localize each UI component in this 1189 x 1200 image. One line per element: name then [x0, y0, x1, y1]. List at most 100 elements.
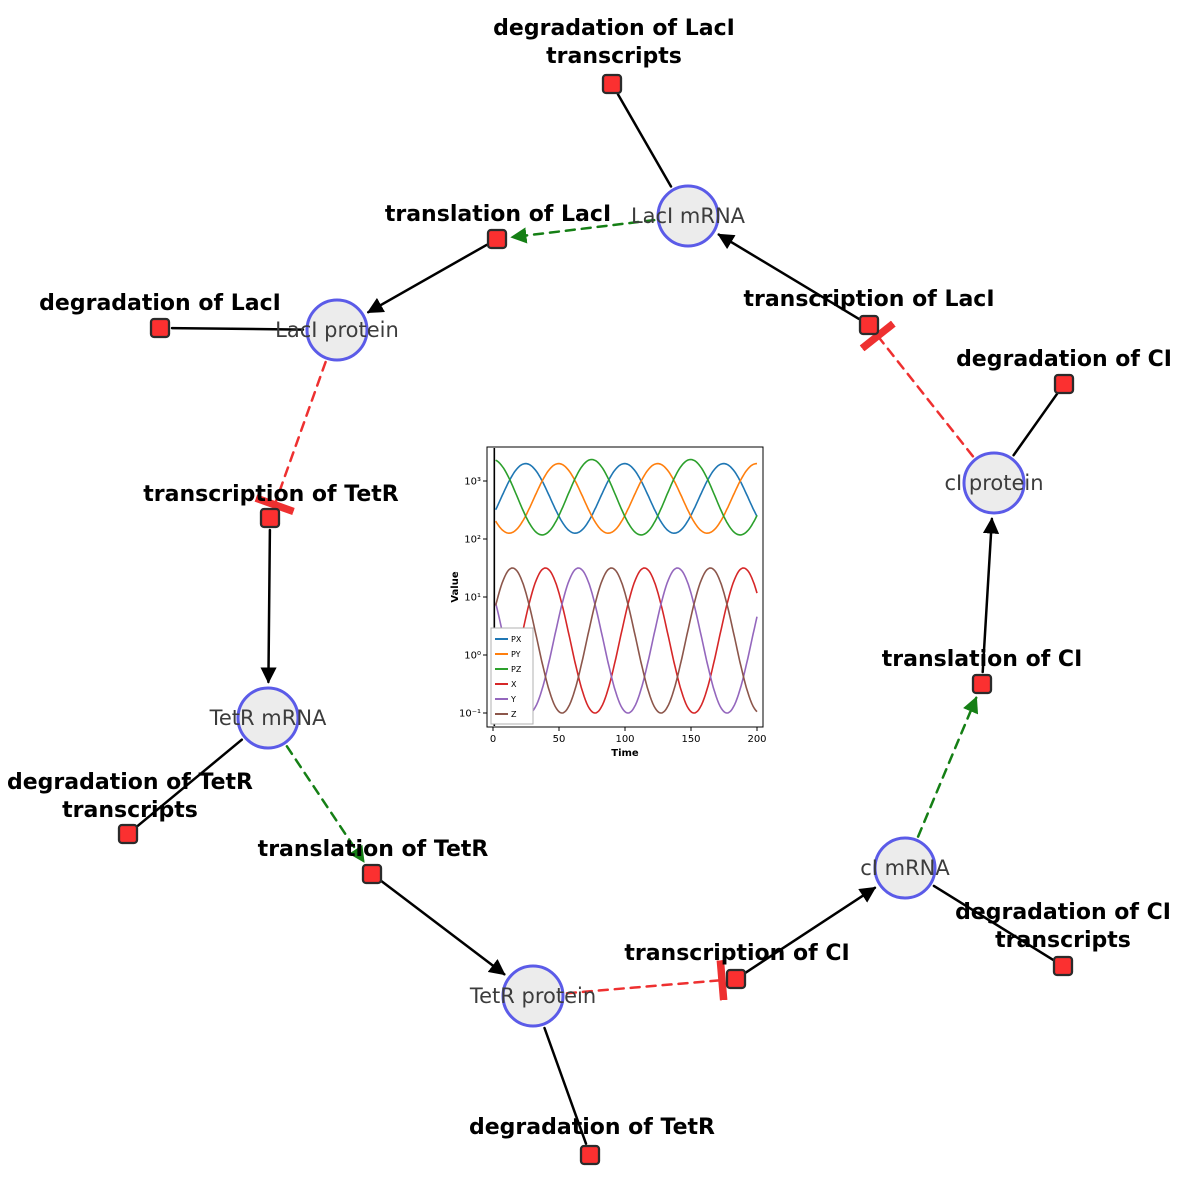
species-node-tetr_mrna[interactable] [236, 686, 300, 750]
reaction-group-transcription_ci: transcription of CI [624, 941, 850, 990]
edge-consumption-laci_protein-to-deg_laci [170, 326, 305, 331]
series-curve-PX [494, 462, 758, 534]
species-group-tetr_protein: TetR protein [469, 964, 596, 1028]
edge-production-transcription_ci-to-ci_mrna [744, 886, 877, 974]
legend-label-PX: PX [511, 635, 522, 644]
reaction-group-translation_ci: translation of CI [882, 647, 1083, 695]
edge-consumption-ci_mrna-to-deg_ci_tx [932, 884, 1055, 961]
reaction-node-translation_ci[interactable] [971, 673, 993, 695]
x-tick-label: 100 [615, 734, 634, 745]
reaction-label-translation_laci-line0: translation of LacI [385, 202, 611, 227]
species-group-laci_mrna: LacI mRNA [631, 184, 746, 248]
reaction-group-transcription_laci: transcription of LacI [743, 287, 995, 336]
reaction-label-deg_laci_tx-line0: degradation of LacI [493, 16, 735, 41]
reaction-node-deg_ci_tx[interactable] [1052, 955, 1074, 977]
reaction-node-translation_tetr[interactable] [361, 863, 383, 885]
x-tick-label: 0 [490, 734, 496, 745]
edge-consumption-ci_protein-to-deg_ci [1012, 392, 1059, 457]
reaction-label-transcription_ci-line0: transcription of CI [624, 941, 849, 966]
reaction-group-deg_laci_tx: degradation of LacI transcripts [493, 16, 735, 95]
species-node-ci_protein[interactable] [962, 451, 1026, 515]
edge-consumption-tetr_mrna-to-deg_tetr_tx [135, 738, 244, 828]
reaction-label-deg_ci_tx-line0: degradation of CI [955, 900, 1171, 925]
reaction-node-transcription_laci[interactable] [858, 314, 880, 336]
edge-inhibition-ci_protein-to-transcription_laci [859, 320, 975, 458]
x-tick-label: 50 [553, 734, 566, 745]
y-tick-label: 10³ [464, 477, 481, 488]
reaction-node-transcription_tetr[interactable] [259, 507, 281, 529]
edge-production-transcription_tetr-to-tetr_mrna [260, 528, 277, 684]
series-curve-Y [494, 567, 758, 714]
reaction-group-translation_tetr: translation of TetR [258, 837, 489, 885]
y-tick-label: 10² [464, 535, 481, 546]
series-curve-PZ [495, 458, 758, 536]
edge-production-translation_ci-to-ci_protein [981, 517, 1000, 674]
species-label-tetr_mrna: TetR mRNA [209, 706, 327, 730]
reaction-node-translation_laci[interactable] [486, 228, 508, 250]
legend-label-PZ: PZ [511, 665, 522, 674]
edge-consumption-tetr_protein-to-deg_tetr [543, 1026, 588, 1145]
species-group-tetr_mrna: TetR mRNA [209, 686, 327, 750]
reaction-label-transcription_laci-line0: transcription of LacI [743, 287, 994, 312]
species-node-laci_protein[interactable] [305, 298, 369, 362]
species-node-laci_mrna[interactable] [656, 184, 720, 248]
reaction-group-deg_ci_tx: degradation of CI transcripts [955, 900, 1171, 977]
y-tick-label: 10¹ [464, 593, 481, 604]
edge-consumption-laci_mrna-to-deg_laci_tx [616, 93, 673, 188]
edge-production-translation_laci-to-laci_protein [366, 243, 488, 314]
edge-production-translation_tetr-to-tetr_protein [380, 879, 506, 976]
x-tick-label: 200 [747, 734, 766, 745]
reaction-label-transcription_tetr-line0: transcription of TetR [143, 482, 399, 507]
y-tick-label: 10⁰ [464, 651, 481, 662]
series-curve-X [495, 567, 758, 714]
reaction-group-transcription_tetr: transcription of TetR [143, 482, 399, 529]
reaction-group-deg_ci: degradation of CI [956, 347, 1172, 395]
reaction-group-deg_tetr: degradation of TetR [469, 1115, 715, 1166]
reaction-group-deg_laci: degradation of LacI [39, 291, 281, 339]
series-curve-PY [494, 462, 758, 534]
reaction-node-transcription_ci[interactable] [725, 968, 747, 990]
reaction-label-deg_laci_tx-line1: transcripts [546, 44, 682, 69]
legend-box [490, 627, 534, 725]
reaction-label-deg_ci-line0: degradation of CI [956, 347, 1172, 372]
species-group-ci_mrna: cI mRNA [860, 836, 950, 900]
species-node-tetr_protein[interactable] [501, 964, 565, 1028]
species-node-ci_mrna[interactable] [873, 836, 937, 900]
species-label-tetr_protein: TetR protein [469, 984, 596, 1008]
edge-inhibition-tetr_protein-to-transcription_ci [565, 959, 728, 1001]
edge-modifier-laci_mrna-to-translation_laci [510, 218, 656, 244]
legend-label-PY: PY [511, 650, 521, 659]
legend-label-Z: Z [511, 710, 517, 719]
species-group-laci_protein: LacI protein [275, 298, 399, 362]
species-label-laci_mrna: LacI mRNA [631, 204, 746, 228]
reaction-label-deg_ci_tx-line1: transcripts [995, 928, 1131, 953]
reaction-label-deg_laci-line0: degradation of LacI [39, 291, 281, 316]
reaction-node-deg_ci[interactable] [1053, 373, 1075, 395]
reaction-node-deg_tetr[interactable] [579, 1144, 601, 1166]
species-label-ci_protein: cI protein [944, 471, 1043, 495]
legend-label-X: X [511, 680, 517, 689]
y-axis-label: Value [450, 571, 461, 602]
reaction-label-deg_tetr_tx-line0: degradation of TetR [7, 770, 253, 795]
reaction-node-deg_tetr_tx[interactable] [117, 823, 139, 845]
reaction-label-translation_tetr-line0: translation of TetR [258, 837, 489, 862]
species-label-ci_mrna: cI mRNA [860, 856, 950, 880]
legend-label-Y: Y [510, 695, 516, 704]
edge-modifier-ci_mrna-to-translation_ci [916, 696, 979, 838]
reaction-group-translation_laci: translation of LacI [385, 202, 611, 250]
reaction-node-deg_laci_tx[interactable] [601, 73, 623, 95]
reaction-node-deg_laci[interactable] [149, 317, 171, 339]
reaction-label-deg_tetr-line0: degradation of TetR [469, 1115, 715, 1140]
edge-production-transcription_laci-to-laci_mrna [717, 233, 860, 321]
species-group-ci_protein: cI protein [944, 451, 1044, 515]
x-axis-label: Time [611, 748, 639, 759]
x-tick-label: 150 [681, 734, 700, 745]
reaction-label-translation_ci-line0: translation of CI [882, 647, 1083, 672]
series-curve-Z [494, 567, 758, 714]
species-label-laci_protein: LacI protein [275, 318, 399, 342]
edge-modifier-tetr_mrna-to-translation_tetr [285, 745, 365, 863]
